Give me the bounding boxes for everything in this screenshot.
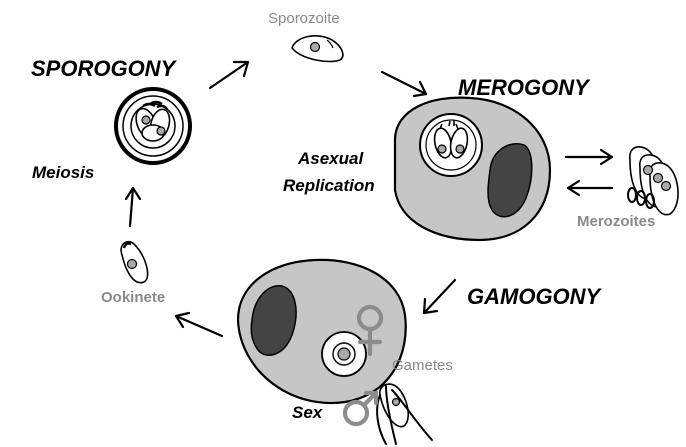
form-label-sporozoite: Sporozoite (268, 10, 340, 27)
arrow-sporozoite-to-merogony (380, 70, 428, 98)
ookinete-cell (120, 240, 149, 284)
process-label-asexual: Asexual (297, 149, 364, 168)
process-label-replication: Replication (283, 176, 375, 195)
male-gametes (376, 383, 433, 445)
stage-label-sporogony: SPOROGONY (31, 56, 178, 81)
oocyst-cell (114, 87, 192, 165)
form-label-merozoites: Merozoites (577, 213, 655, 230)
process-label-meiosis: Meiosis (32, 163, 94, 182)
female-symbol-icon (356, 304, 384, 357)
male-symbol-icon (342, 390, 379, 427)
merogony-host-cell (393, 96, 552, 242)
stage-label-gamogony: GAMOGONY (467, 284, 603, 309)
gamogony-host-cell (236, 258, 407, 405)
merozoites-cells (627, 146, 679, 216)
arrow-merogony-to-gamogony (422, 278, 457, 315)
arrow-to-merozoites (564, 148, 614, 166)
stage-label-merogony: MEROGONY (458, 75, 591, 100)
sporozoite-cell (291, 35, 344, 63)
process-label-sex: Sex (292, 403, 324, 422)
arrow-from-merozoites (566, 179, 614, 197)
arrow-ookinete-to-sporogony (124, 186, 142, 228)
arrow-gamogony-to-ookinete (174, 311, 224, 338)
form-label-ookinete: Ookinete (101, 289, 165, 306)
arrow-sporogony-to-sporozoite (208, 60, 250, 90)
form-label-gametes: Gametes (392, 357, 453, 374)
